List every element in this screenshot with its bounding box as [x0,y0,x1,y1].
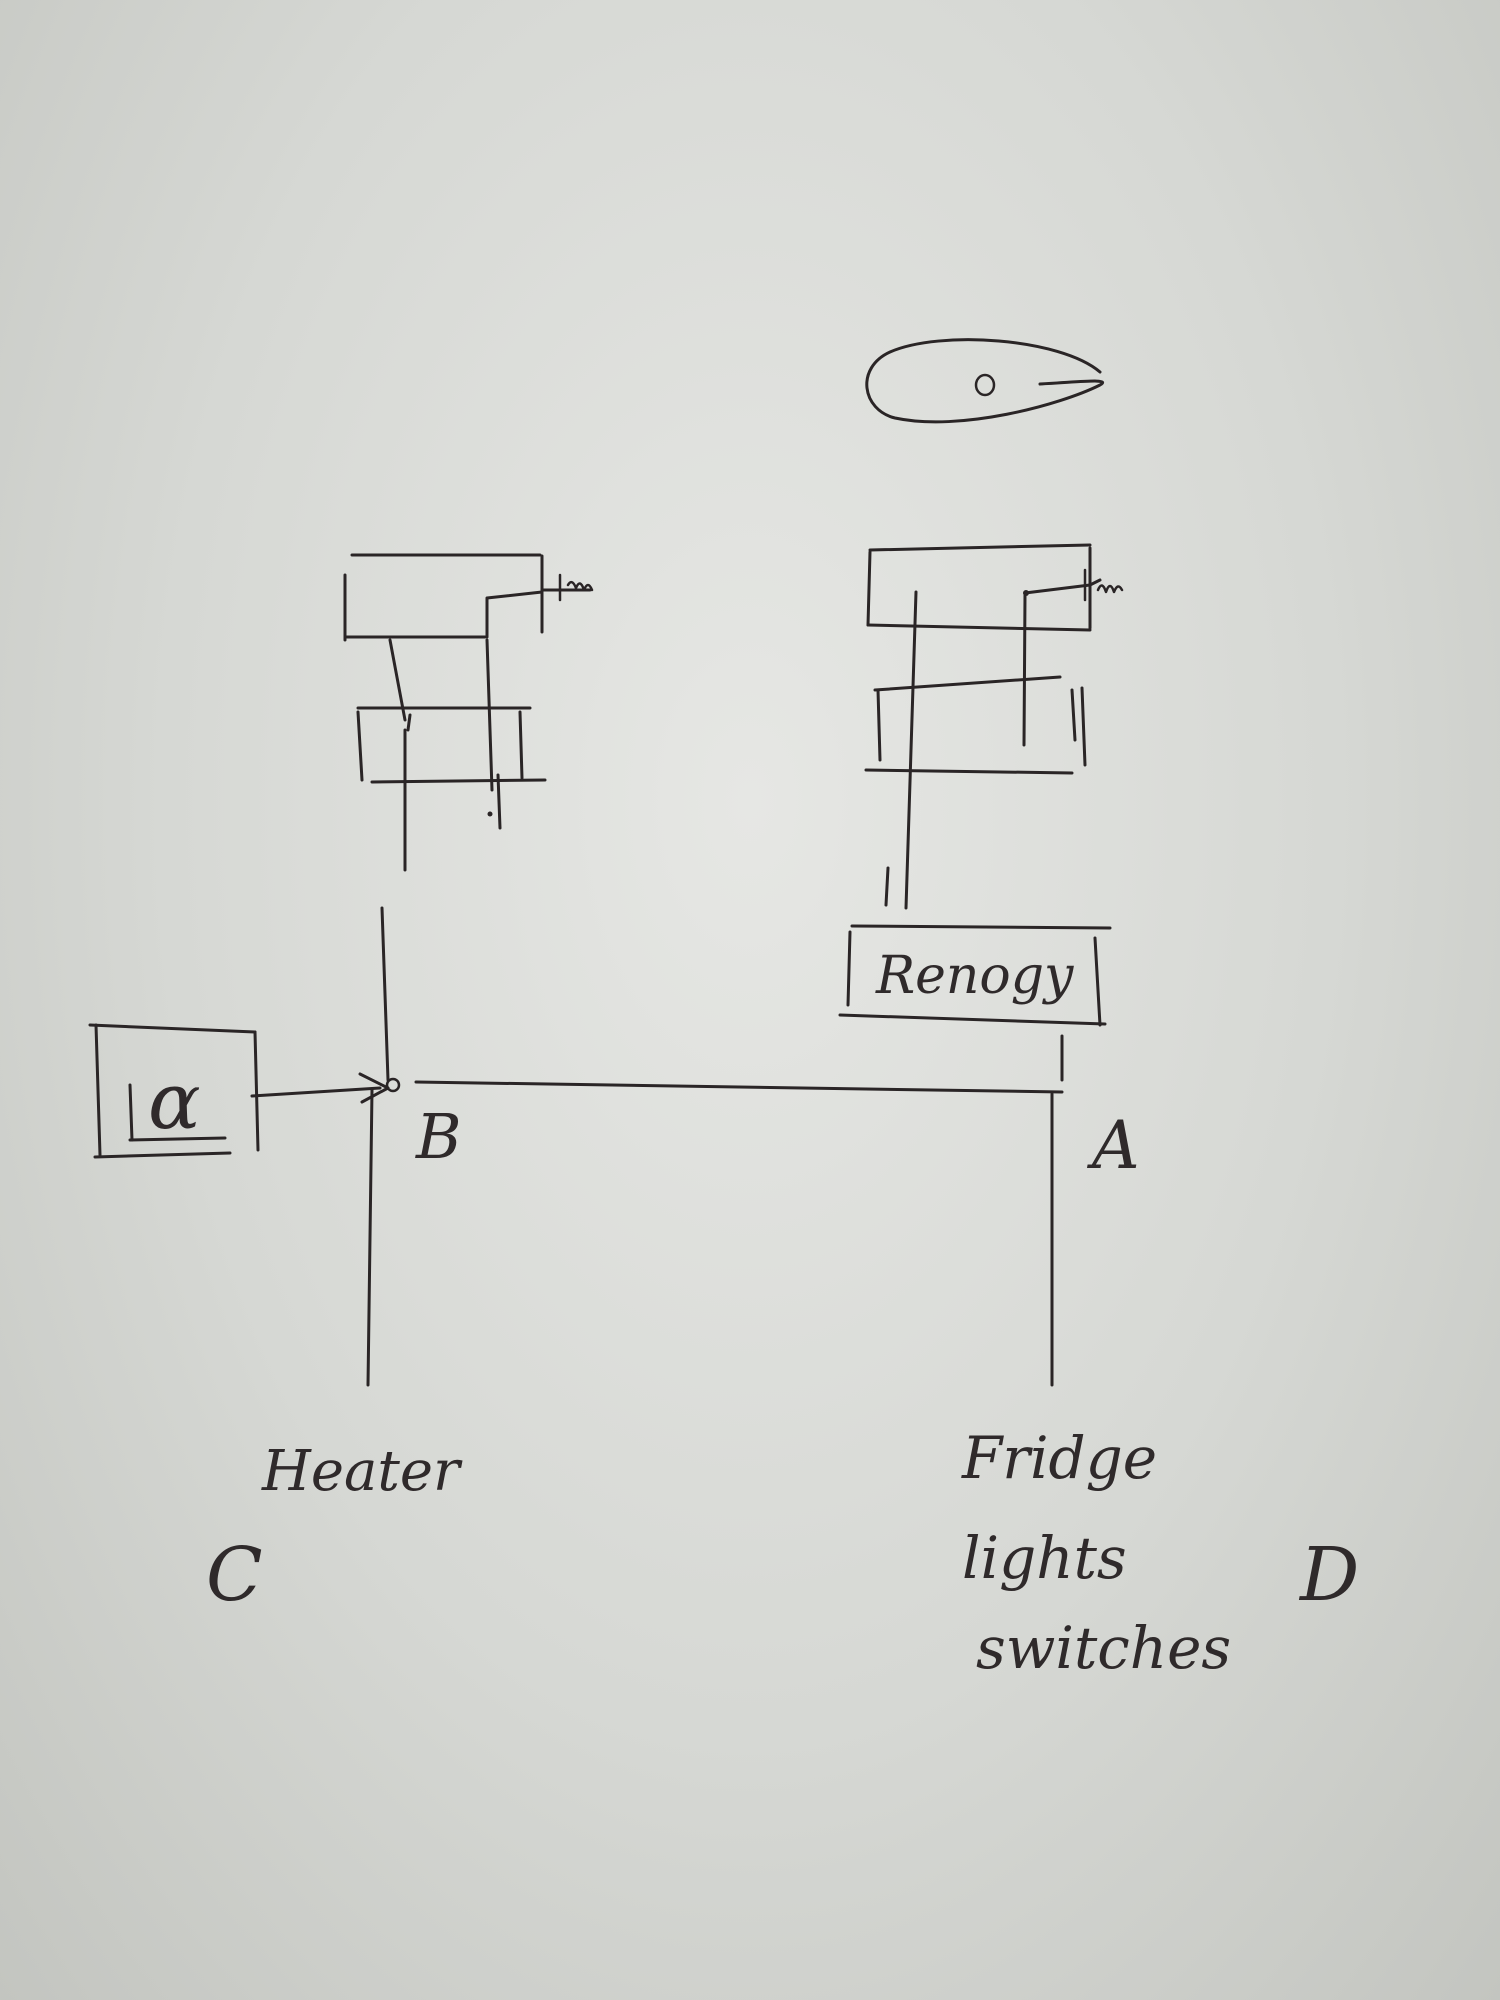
wiring-lines [366,906,1064,1387]
heater-label: Heater [261,1439,463,1504]
left-switch-box [343,553,594,872]
renogy-label: Renogy [875,946,1074,1006]
alpha-symbol: α [148,1057,201,1147]
point-label-a: A [1086,1107,1140,1184]
renogy-box: Renogy [838,924,1112,1082]
switches-label: switches [976,1614,1231,1682]
arrow-to-b [250,1072,401,1104]
lights-label: lights [962,1524,1127,1592]
fridge-label: Fridge [961,1424,1157,1492]
alpha-box: α [88,1023,260,1159]
point-label-b: B [415,1100,462,1173]
point-label-c: C [206,1532,263,1618]
right-switch-box [864,543,1124,910]
oval-component [865,338,1104,424]
point-label-d: D [1298,1532,1359,1618]
